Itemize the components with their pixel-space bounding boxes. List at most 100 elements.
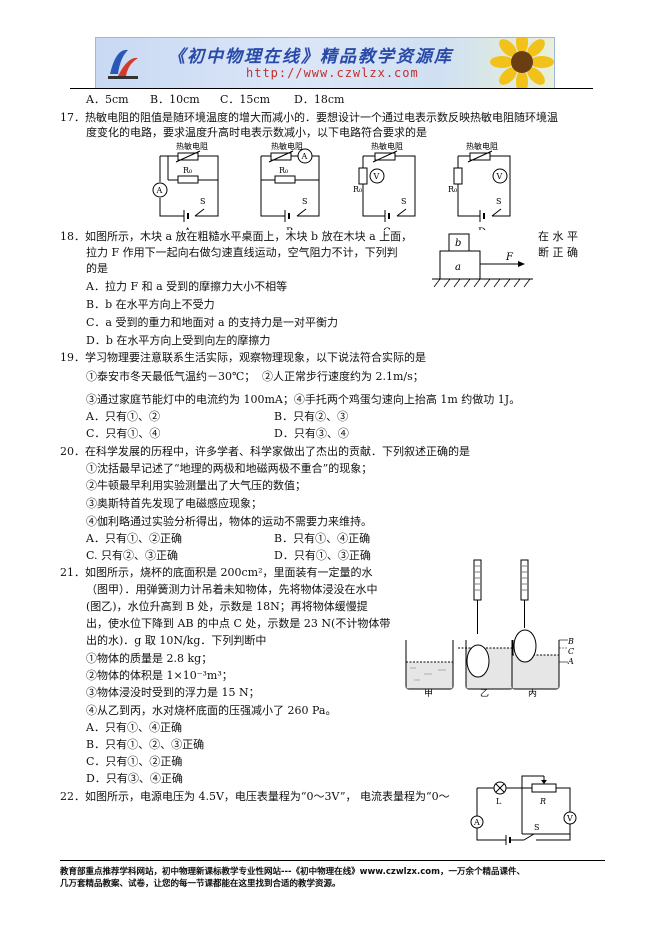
q19-stem: 19．学习物理要注意联系生活实际，观察物理现象，以下说法符合实际的是 (60, 351, 426, 364)
svg-text:F: F (505, 252, 514, 263)
q19-statement-3-4: ③通过家庭节能灯中的电流约为 100mA；④手托两个鸡蛋匀速向上抬高 1m 约做… (86, 393, 521, 406)
svg-text:热敏电阻: 热敏电阻 (271, 141, 303, 151)
svg-text:a: a (455, 262, 461, 273)
footer-line1: 教育部重点推荐学科网站，初中物理新课标教学专业性网站---《初中物理在线》www… (60, 867, 525, 877)
q18-stem-line1: 18．如图所示，木块 a 放在粗糙水平桌面上，木块 b 放在木块 a 上面， (60, 230, 413, 243)
svg-text:C: C (568, 647, 574, 656)
q21-statement-1: ①物体的质量是 2.8 kg； (86, 652, 213, 665)
svg-text:B: B (567, 637, 574, 646)
q20-statement-1: ①沈括最早记述了“地理的两极和地磁两极不重合”的现象； (86, 462, 373, 475)
circuit-d: 热敏电阻 V R₀ S D (448, 141, 511, 230)
q16-option-a: A．5cm (86, 93, 129, 106)
q16-option-b: B．10cm (150, 93, 200, 106)
q22-circuit-figure: L R V A S (470, 775, 577, 845)
banner-title: 《初中物理在线》精品教学资源库 (168, 47, 453, 67)
svg-text:S: S (200, 197, 205, 206)
q18-stem-line2: 拉力 F 作用下一起向右做匀速直线运动，空气阻力不计，下列判 (86, 246, 398, 259)
site-logo-icon (108, 49, 138, 79)
header-banner: 《初中物理在线》精品教学资源库 http://www.czwlzx.com (95, 37, 555, 89)
svg-text:V: V (566, 814, 573, 823)
q19-option-b: B．只有②、③ (274, 410, 349, 423)
beaker-jia: 甲 (405, 640, 454, 698)
q17-circuit-figures: 热敏电阻 A R₀ S A 热敏电阻 A (152, 141, 511, 230)
q21-statement-4: ④从乙到丙，水对烧杯底面的压强减小了 260 Pa。 (86, 704, 337, 717)
svg-text:A: A (183, 227, 192, 230)
q17-stem-line2: 度变化的电路，要求温度升高时电表示数减小，以下电路符合要求的是 (86, 126, 427, 139)
q22-stem-line1: 22．如图所示，电源电压为 4.5V，电压表量程为“0～3V”， 电流表量程为“… (60, 790, 450, 803)
q18-stem-line1-right: 在 水 平 (538, 230, 578, 243)
q18-option-b: B．b 在水平方向上不受力 (86, 298, 215, 311)
q19-option-a: A．只有①、② (86, 410, 160, 423)
q21-statement-3: ③物体浸没时受到的浮力是 15 N； (86, 686, 260, 699)
q21-statement-2: ②物体的体积是 1×10⁻³m³； (86, 669, 233, 682)
svg-text:乙: 乙 (480, 688, 489, 698)
svg-text:B: B (286, 227, 293, 230)
svg-text:b: b (455, 238, 461, 249)
q20-option-a: A．只有①、②正确 (86, 532, 182, 545)
svg-text:R: R (539, 797, 546, 806)
force-arrow-icon (518, 261, 525, 267)
svg-text:S: S (302, 197, 307, 206)
svg-text:S: S (534, 823, 539, 832)
q19-statement-1: ①泰安市冬天最低气温约－30℃； (86, 370, 256, 383)
q18-option-d: D．b 在水平方向上受到向左的摩擦力 (86, 334, 271, 347)
q20-option-d: D．只有①、③正确 (274, 549, 371, 562)
q20-statement-2: ②牛顿最早利用实验测量出了大气压的数值； (86, 479, 306, 492)
q21-stem-line2: （图甲）．用弹簧测力计吊着未知物体，先将物体浸没在水中 (86, 583, 378, 596)
svg-text:R₀: R₀ (279, 166, 288, 175)
q20-option-c: C. 只有②、③正确 (86, 549, 179, 562)
banner-url: http://www.czwlzx.com (246, 66, 419, 80)
circuit-a-label: 热敏电阻 (176, 141, 208, 151)
svg-text:R₀: R₀ (353, 185, 362, 194)
beaker-yi: 乙 (458, 559, 523, 698)
q21-stem-line4: 出，使水位下降到 AB 的中点 C 处，示数是 23 N(不计物体带 (86, 617, 391, 630)
svg-text:V: V (373, 172, 380, 181)
svg-text:D: D (478, 227, 486, 230)
footer-rule (60, 860, 605, 861)
q21-stem-line5: 出的水)．g 取 10N/kg．下列判断中 (86, 634, 267, 647)
q19-option-d: D．只有③、④ (274, 427, 349, 440)
q18-blocks-figure: b a F (432, 233, 533, 288)
header-rule (70, 88, 593, 89)
svg-text:A: A (473, 818, 480, 827)
q18-stem-line3: 的是 (86, 262, 108, 275)
svg-text:R₀: R₀ (183, 166, 192, 175)
q16-option-d: D．18cm (294, 93, 345, 106)
q19-option-c: C．只有①、④ (86, 427, 161, 440)
svg-text:热敏电阻: 热敏电阻 (371, 141, 403, 151)
page-footer: 教育部重点推荐学科网站，初中物理新课标教学专业性网站---《初中物理在线》www… (60, 866, 605, 890)
circuit-b: 热敏电阻 A R₀ S B (260, 141, 320, 230)
svg-text:L: L (496, 797, 502, 806)
svg-text:甲: 甲 (424, 688, 433, 698)
svg-text:S: S (496, 197, 501, 206)
footer-line2: 几万套精品教案、试卷，让您的每一节课都能在这里找到合适的教学资源。 (60, 879, 341, 889)
q21-option-c: C．只有①、②正确 (86, 755, 183, 768)
q21-option-b: B．只有①、②、③正确 (86, 738, 205, 751)
svg-text:R₀: R₀ (448, 185, 457, 194)
svg-text:热敏电阻: 热敏电阻 (466, 141, 498, 151)
svg-text:A: A (301, 152, 308, 161)
sunflower-icon (490, 38, 554, 88)
q20-option-b: B．只有①、④正确 (274, 532, 371, 545)
q21-stem-line1: 21．如图所示，烧杯的底面积是 200cm²，里面装有一定量的水 (60, 566, 373, 579)
svg-text:A: A (156, 186, 163, 195)
q19-statement-2: ②人正常步行速度约为 2.1m/s； (262, 370, 424, 383)
svg-text:S: S (401, 197, 406, 206)
q16-option-c: C．15cm (220, 93, 271, 106)
q20-stem: 20．在科学发展的历程中，许多学者、科学家做出了杰出的贡献．下列叙述正确的是 (60, 445, 470, 458)
q21-option-d: D．只有③、④正确 (86, 772, 183, 785)
q20-statement-3: ③奥斯特首先发现了电磁感应现象； (86, 497, 262, 510)
q18-option-a: A．拉力 F 和 a 受到的摩擦力大小不相等 (86, 280, 288, 293)
svg-text:C: C (383, 227, 391, 230)
q18-stem-line2-right: 断 正 确 (538, 246, 578, 259)
q21-option-a: A．只有①、④正确 (86, 721, 182, 734)
q18-option-c: C．a 受到的重力和地面对 a 的支持力是一对平衡力 (86, 316, 339, 329)
q21-beaker-figure: 甲 乙 丙 B C A (405, 559, 574, 698)
circuit-a: 热敏电阻 A R₀ S A (152, 141, 219, 230)
q17-stem-line1: 17．热敏电阻的阻值是随环境温度的增大而减小的．要想设计一个通过电表示数反映热敏… (60, 111, 558, 124)
block-a (439, 250, 481, 280)
svg-text:A: A (567, 657, 574, 666)
svg-text:V: V (496, 172, 503, 181)
beaker-bing: 丙 B C A (511, 559, 574, 698)
circuit-c: 热敏电阻 V R₀ S C (353, 141, 416, 230)
